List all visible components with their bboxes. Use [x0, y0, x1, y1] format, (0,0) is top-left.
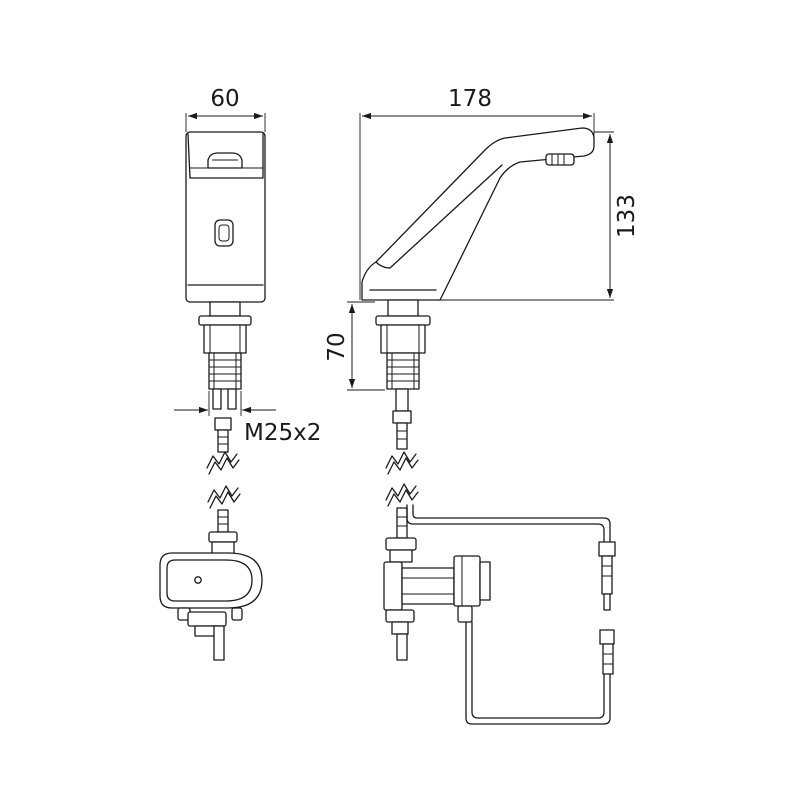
led-indicator [194, 576, 202, 584]
side-view: 178 133 70 [324, 86, 640, 725]
front-shank [198, 301, 252, 410]
dimension-shank: 70 [324, 301, 385, 391]
sensor-cable [406, 504, 616, 725]
sensor-window [214, 219, 234, 247]
side-hose-lower [385, 483, 419, 563]
dimension-thread-label: M25x2 [244, 420, 321, 446]
dimension-height-label: 133 [614, 194, 640, 238]
dimension-depth-label: 178 [448, 86, 492, 112]
dimension-thread: M25x2 [174, 391, 321, 446]
aerator [545, 153, 575, 166]
side-shank [375, 299, 431, 475]
front-body [185, 131, 266, 303]
dimension-shank-label: 70 [324, 332, 350, 361]
side-faucet-body [361, 127, 595, 301]
front-control-box [159, 552, 263, 661]
front-hose-upper [206, 417, 240, 475]
front-view: 60 [159, 86, 321, 661]
dimension-width: 60 [185, 86, 266, 132]
dimension-height: 133 [440, 131, 640, 301]
dimension-width-label: 60 [210, 86, 239, 112]
front-hose-lower [207, 485, 241, 555]
solenoid-valve [383, 555, 491, 661]
dimension-depth: 178 [359, 86, 595, 300]
